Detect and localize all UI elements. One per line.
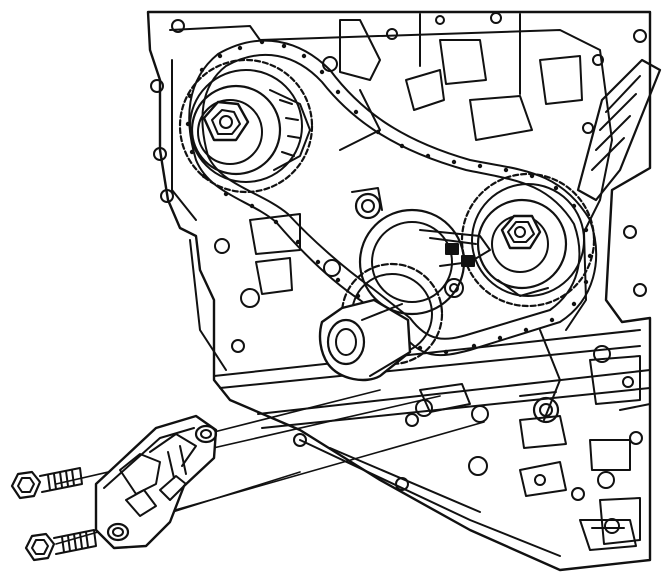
engine-block xyxy=(146,10,652,572)
upper-right-sprocket xyxy=(460,172,596,308)
chain-guide-right xyxy=(576,58,662,202)
bolt-lower xyxy=(24,529,97,562)
idler-sprocket xyxy=(323,187,491,316)
upper-left-sprocket xyxy=(178,58,314,194)
crank-sprocket xyxy=(318,262,560,424)
bolt-upper xyxy=(10,467,83,500)
lower-right-bracket xyxy=(519,461,637,551)
chain-tensioner-assembly xyxy=(94,414,218,550)
